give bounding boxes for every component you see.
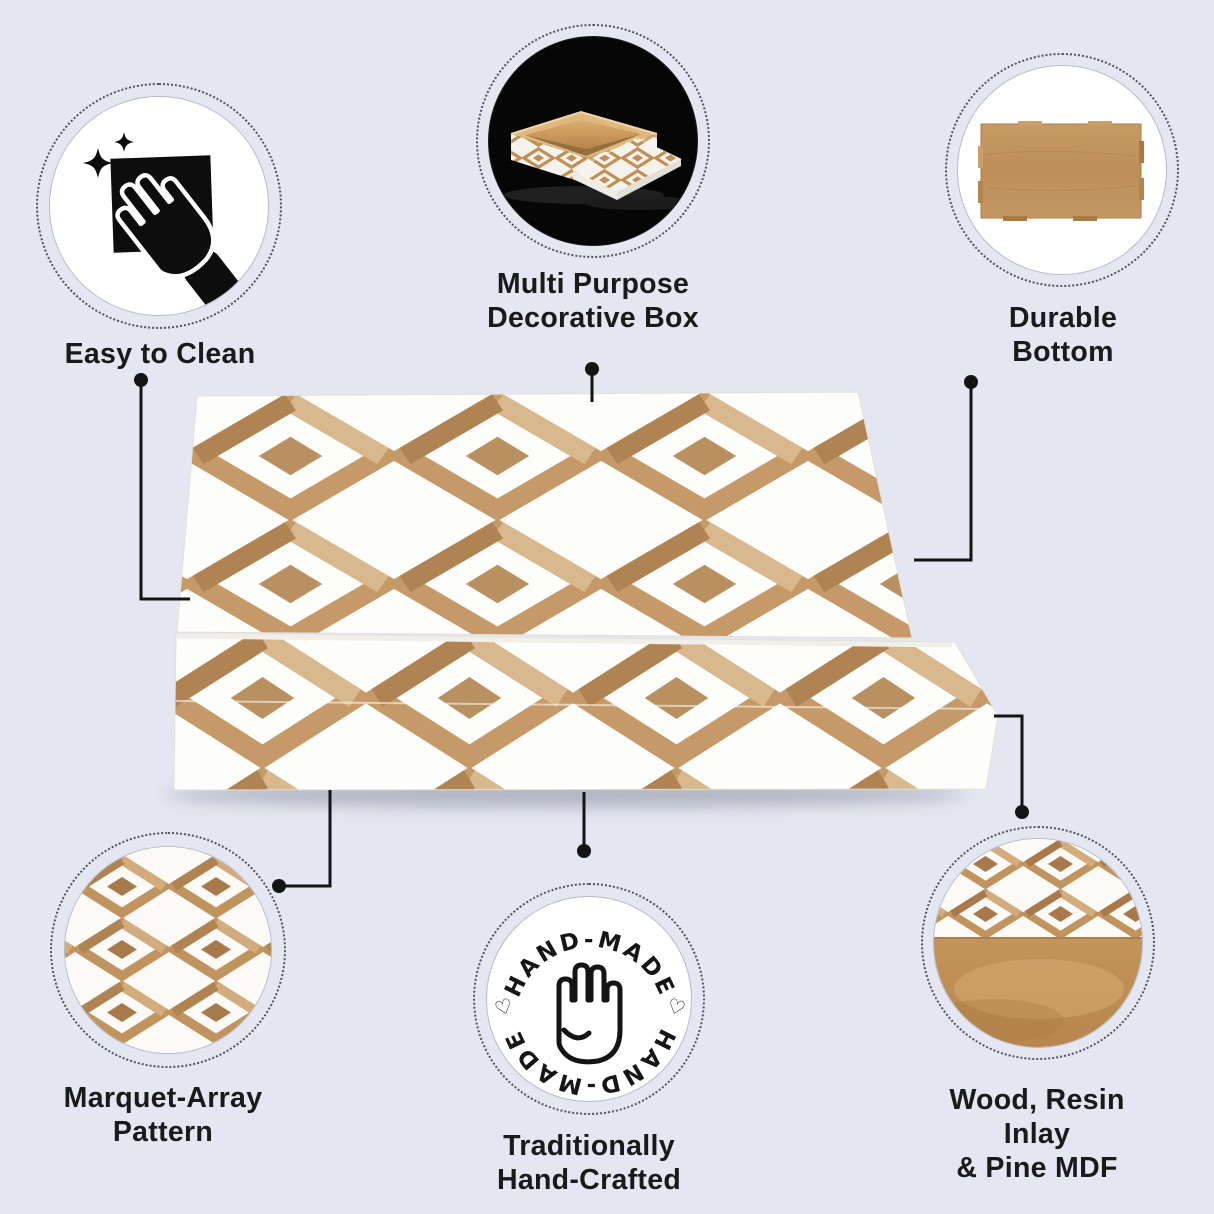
- durable-bottom-circle: [957, 65, 1167, 275]
- easy-to-clean-circle: [49, 96, 269, 316]
- hand-crafted-connector-dot: [577, 844, 591, 858]
- wood-resin-connector-dot: [1015, 805, 1029, 819]
- marquet-array-label: Marquet-Array Pattern: [63, 1082, 263, 1148]
- durable-bottom-label: Durable Bottom: [1008, 302, 1118, 368]
- multi-purpose-circle: [488, 36, 698, 246]
- multi-purpose-label: Multi Purpose Decorative Box: [487, 268, 699, 334]
- hand-crafted-circle: HAND-MADE HAND-MADE ♡ ♡: [486, 896, 692, 1102]
- easy-to-clean-ring: [36, 83, 282, 329]
- hand-crafted-label: Traditionally Hand-Crafted: [496, 1130, 682, 1196]
- easy-to-clean-connector-dot: [134, 373, 148, 387]
- wood-resin-ring: [921, 826, 1155, 1060]
- heart-right-icon: ♡: [664, 993, 688, 1021]
- marquet-array-connector: [279, 790, 332, 888]
- easy-to-clean-label: Easy to Clean: [64, 338, 256, 370]
- durable-bottom-ring: [945, 53, 1179, 287]
- hand-made-badge: HAND-MADE HAND-MADE ♡ ♡: [491, 927, 688, 1099]
- wood-resin-closeup-photo: [934, 839, 1142, 1047]
- heart-left-icon: ♡: [491, 993, 515, 1021]
- mdf-bottom-photo: [978, 121, 1144, 221]
- wood-resin-label: Wood, Resin Inlay & Pine MDF: [949, 1084, 1125, 1184]
- marquet-array-connector-dot: [272, 879, 286, 893]
- multi-purpose-connector-dot: [585, 362, 599, 376]
- decorative-box-product-photo: [165, 391, 999, 807]
- decorative-box-photo: [504, 110, 694, 210]
- hand-crafted-ring: [473, 883, 705, 1115]
- wood-resin-circle: [933, 838, 1143, 1048]
- durable-bottom-connector: [914, 382, 973, 562]
- marquet-array-circle: [64, 846, 272, 1054]
- hand-icon: [556, 962, 623, 1065]
- marquet-array-ring: [50, 832, 286, 1068]
- durable-bottom-connector-dot: [964, 375, 978, 389]
- box-lid: [571, 137, 683, 200]
- marquetry-pattern-photo: [65, 847, 271, 1053]
- multi-purpose-ring: [476, 24, 710, 258]
- cleaning-hand-icon: [83, 132, 252, 315]
- wood-resin-connector: [994, 714, 1024, 812]
- easy-to-clean-connector: [139, 380, 190, 601]
- connector-layer: [134, 362, 1029, 893]
